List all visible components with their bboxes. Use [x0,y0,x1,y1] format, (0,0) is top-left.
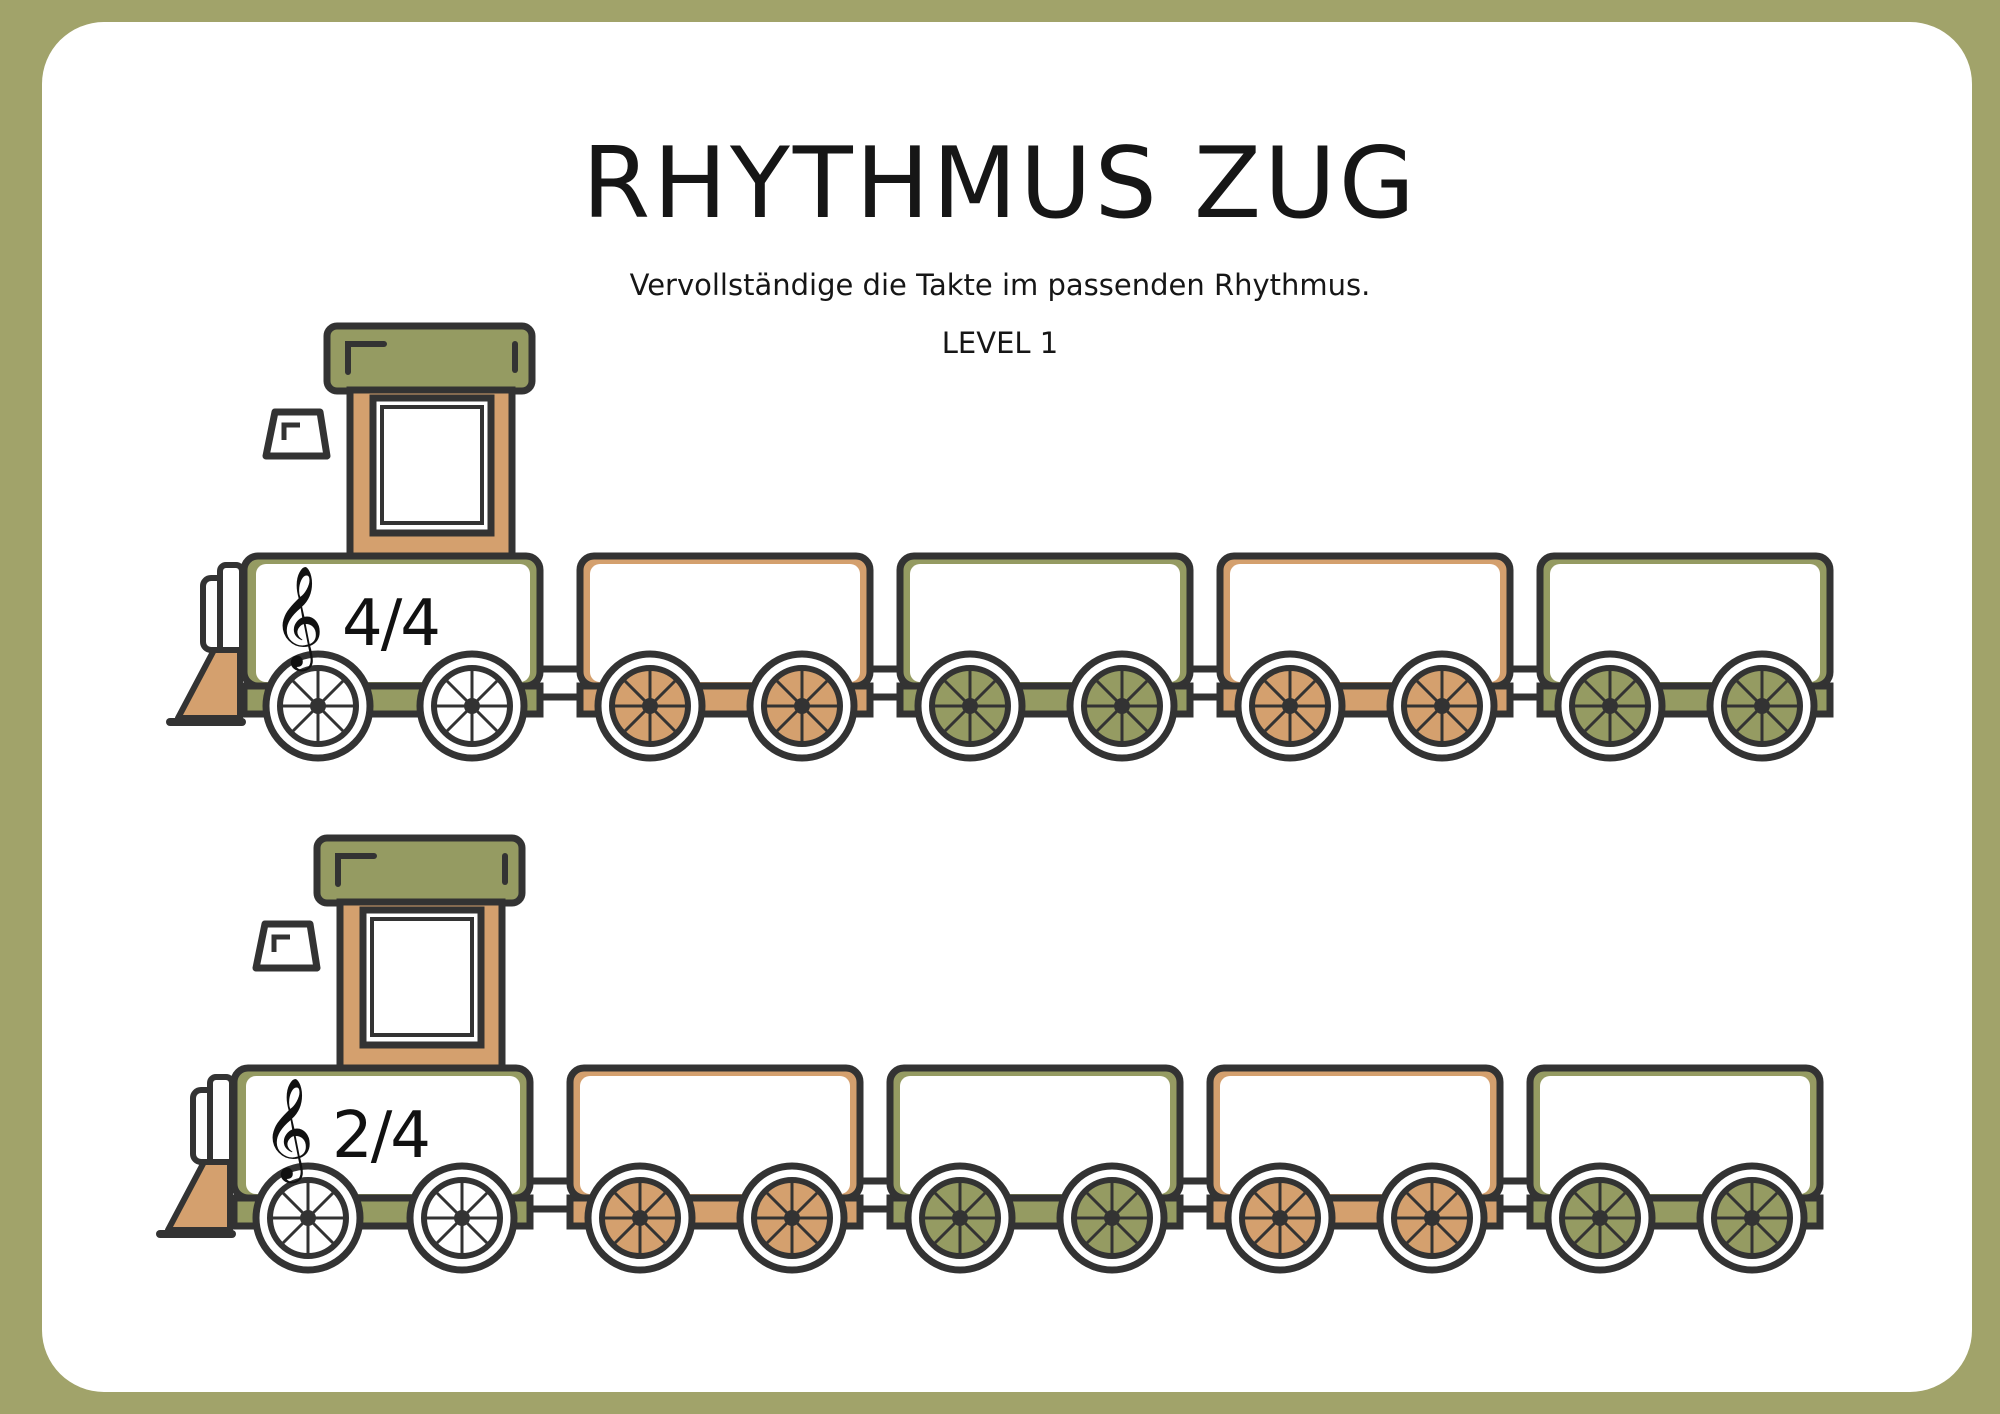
locomotive [166,322,544,762]
locomotive [156,834,534,1274]
wagon-wheel [1234,650,1346,762]
time-signature: 4/4 [342,587,441,661]
level-label: LEVEL 1 [941,326,1059,360]
wagon-wheel [914,650,1026,762]
loco-wheel [262,650,374,762]
time-signature: 2/4 [332,1099,431,1173]
loco-wheel [406,1162,518,1274]
wagon-wheel [1554,650,1666,762]
wagon-wheel [594,650,706,762]
treble-clef-icon: 𝄞 [262,1076,315,1179]
wagon-wheel [1376,1162,1488,1274]
worksheet-instruction: Vervollständige die Takte im passenden R… [629,268,1371,302]
wagon-4 [1526,1064,1824,1274]
wagon-wheel [1544,1162,1656,1274]
wagon-wheel [736,1162,848,1274]
wagon-1 [566,1064,864,1274]
wagon-3 [1206,1064,1504,1274]
wagon-wheel [1224,1162,1336,1274]
wagon-4 [1536,552,1834,762]
wagon-1 [576,552,874,762]
loco-wheel [416,650,528,762]
worksheet-title: RHYTHMUS ZUG [582,127,1418,241]
wagon-wheel [1066,650,1178,762]
wagon-wheel [746,650,858,762]
wagon-wheel [1386,650,1498,762]
treble-clef-icon: 𝄞 [272,564,325,667]
wagon-3 [1216,552,1514,762]
wagon-wheel [1706,650,1818,762]
wagon-wheel [1056,1162,1168,1274]
loco-wheel [252,1162,364,1274]
wagon-2 [886,1064,1184,1274]
wagon-2 [896,552,1194,762]
wagon-wheel [1696,1162,1808,1274]
wagon-wheel [904,1162,1016,1274]
wagon-wheel [584,1162,696,1274]
